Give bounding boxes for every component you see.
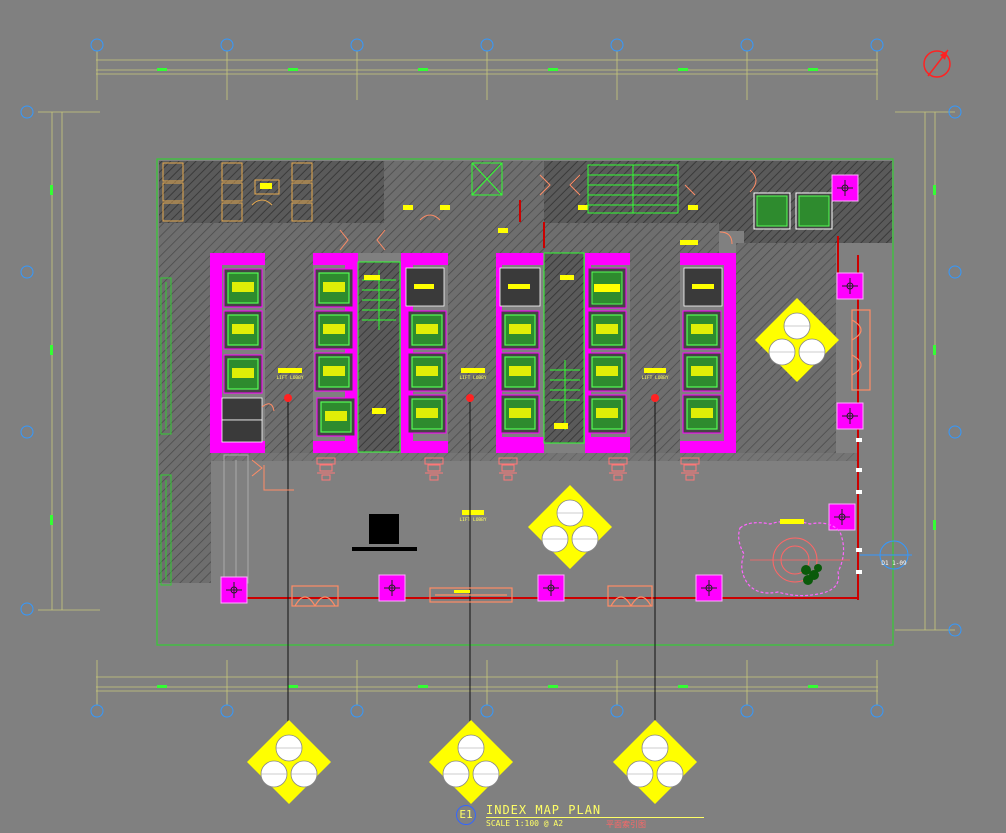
title-underline [486,817,704,818]
site-boundary [156,158,894,646]
north-arrow-icon [923,49,951,78]
stair-core [357,252,585,453]
toilet-block [162,162,313,222]
right-dimension-line [895,111,955,631]
lobby-label-2: LIFT LOBBY [459,375,486,381]
lobby-label-3: LIFT LOBBY [641,375,668,381]
drawing-scale: SCALE 1:100 @ A2 [486,819,564,828]
section-marker: D1 1-09 [860,540,912,570]
leader-lines [287,398,656,725]
svg-text:D1 1-09: D1 1-09 [881,560,907,567]
title-block: E1 INDEX MAP PLAN SCALE 1:100 @ A2 平面索引图 [456,803,704,833]
lobby-benches [316,457,700,481]
lift-bank-walls [210,253,736,453]
drawing-title-cn: 平面索引图 [606,820,646,829]
garden-feature [738,519,850,597]
stair-top [471,162,679,214]
left-dimension-line [38,111,100,611]
service-core-hatch [159,161,892,583]
drawing-title: INDEX MAP PLAN [486,803,602,817]
drawing-number: E1 [456,805,476,825]
lobby-label-1: LIFT LOBBY [276,375,303,381]
reception-desk [352,514,417,551]
lobby-label-4: LIFT LOBBY [459,517,486,523]
service-lifts-top-right [753,192,833,230]
